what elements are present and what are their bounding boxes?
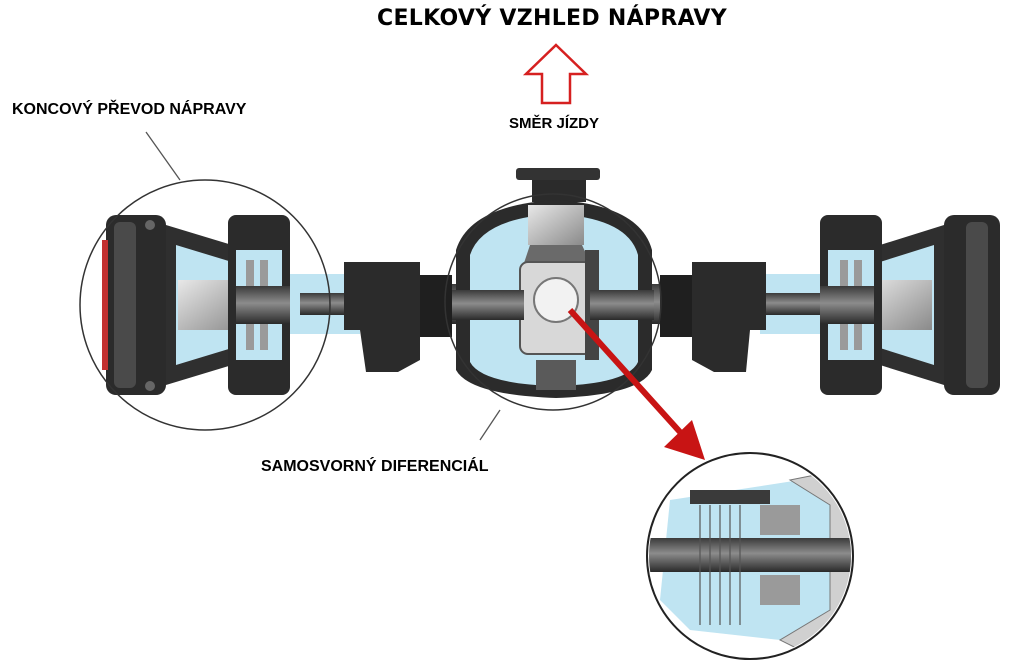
wheel-end-left <box>102 215 290 395</box>
wheel-end-right <box>820 215 1000 395</box>
callout-circle-wheel-end <box>79 179 331 431</box>
leader-line-differential <box>479 409 501 441</box>
label-differential: SAMOSVORNÝ DIFERENCIÁL <box>261 458 489 475</box>
callout-circle-differential <box>444 193 662 411</box>
leader-line-wheel-end <box>145 131 181 181</box>
direction-arrow <box>522 43 590 105</box>
label-wheel-end: KONCOVÝ PŘEVOD NÁPRAVY <box>12 101 247 118</box>
detail-arrow <box>567 307 705 460</box>
detail-differential-closeup <box>646 452 854 660</box>
page-title: CELKOVÝ VZHLED NÁPRAVY <box>377 6 727 31</box>
label-direction: SMĚR JÍZDY <box>509 115 600 132</box>
differential-housing <box>452 168 654 398</box>
